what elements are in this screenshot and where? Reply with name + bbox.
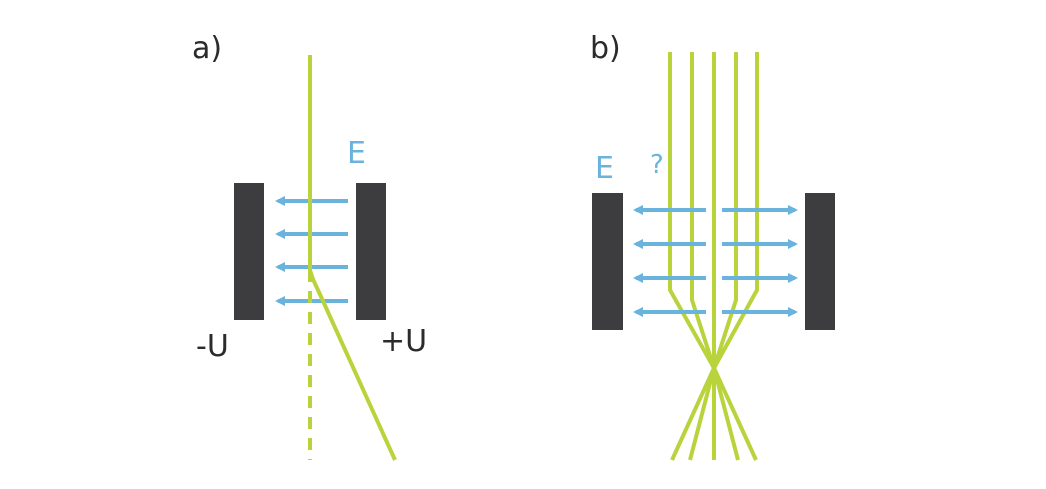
panel-a-label: a) xyxy=(192,31,222,66)
beam-line xyxy=(668,52,716,461)
positive-voltage-label: +U xyxy=(380,324,427,359)
electron-beams-b xyxy=(668,52,759,461)
field-label-a: E xyxy=(347,136,366,171)
field-label-b: E xyxy=(595,151,614,186)
field-arrows-a xyxy=(275,196,348,306)
panel-b-label: b) xyxy=(590,31,621,66)
beam-line xyxy=(688,52,716,461)
right-plate-b xyxy=(805,193,835,330)
negative-plate-a xyxy=(234,183,264,320)
left-plate-b xyxy=(592,193,623,330)
electron-beam-a xyxy=(308,55,397,461)
field-arrows-b xyxy=(633,205,798,317)
panel-b: b) E ? xyxy=(590,31,835,461)
beam-line xyxy=(712,52,740,461)
panel-a: a) E -U +U xyxy=(192,31,427,461)
negative-voltage-label: -U xyxy=(196,329,229,364)
positive-plate-a xyxy=(356,183,386,320)
beam-line xyxy=(712,52,759,461)
question-mark: ? xyxy=(650,150,664,180)
